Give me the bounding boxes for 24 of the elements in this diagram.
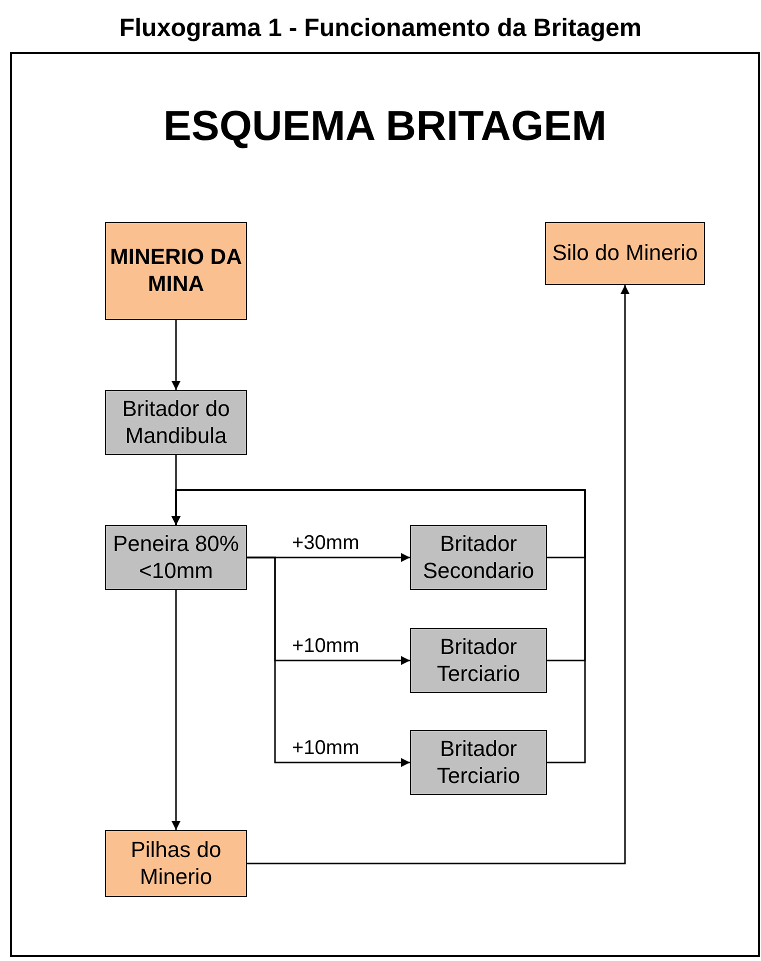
arrow <box>247 556 410 767</box>
process-box <box>105 830 247 897</box>
arrow <box>172 590 180 830</box>
arrow <box>247 285 630 864</box>
process-box <box>410 730 547 795</box>
process-box <box>410 525 547 590</box>
node-label: Silo do Minerio <box>552 240 698 267</box>
process-box <box>545 222 705 285</box>
process-box <box>105 222 247 320</box>
diagram-title: Fluxograma 1 - Funcionamento da Britagem <box>118 14 643 43</box>
node-label: Pilhas do Minerio <box>130 836 222 890</box>
node-label: MINERIO DA MINA <box>109 244 243 298</box>
arrow <box>172 489 586 764</box>
frame-panel <box>10 52 760 957</box>
node-label: Peneira 80%<10mm <box>112 530 240 584</box>
process-box <box>105 390 247 455</box>
heading: ESQUEMA BRITAGEM <box>162 102 608 150</box>
node-label: Britador Terciario <box>436 634 522 688</box>
node-label: Britador Terciario <box>436 736 522 790</box>
process-box <box>410 628 547 693</box>
process-box <box>105 525 247 590</box>
arrow <box>172 320 180 390</box>
node-label: Britador Secondario <box>422 530 536 584</box>
node-label: Britador do Mandibula <box>121 396 231 450</box>
